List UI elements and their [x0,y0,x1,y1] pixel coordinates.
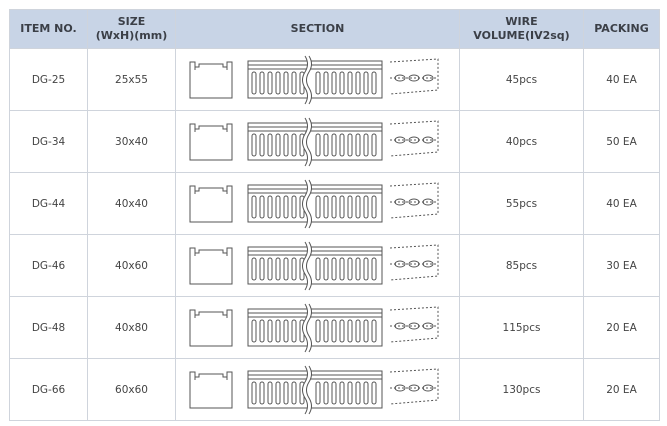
duct-cross-section-icon [189,61,233,98]
size-cell: 40x60 [87,234,176,297]
packing-cell: 30 EA [583,234,660,297]
duct-cross-section-icon [189,247,233,284]
header-item-label: ITEM NO. [20,22,77,35]
size-value: 60x60 [115,383,148,396]
item-no: DG-66 [31,383,66,396]
section-drawing [189,240,439,291]
table-row: DG-46 40x60 [9,234,660,297]
section-cell [175,234,460,297]
header-wire-line2: VOLUME(IV2sq) [473,29,570,42]
duct-top-view-icon [389,305,439,342]
duct-side-view-icon [247,116,383,167]
duct-side-view-icon [247,54,383,105]
packing-value: 40 EA [606,73,637,86]
size-value: 40x40 [115,197,148,210]
size-value: 25x55 [115,73,148,86]
header-item-no: ITEM NO. [9,9,88,49]
packing-cell: 50 EA [583,110,660,173]
header-size-line1: SIZE [117,15,146,28]
header-row: ITEM NO. SIZE (WxH)(mm) SECTION WIRE VOL… [9,9,660,49]
section-cell [175,358,460,421]
section-drawing [189,54,439,105]
wire-volume: 55pcs [505,197,538,210]
header-section-label: SECTION [290,22,345,35]
header-wire-volume: WIRE VOLUME(IV2sq) [459,9,584,49]
item-no-cell: DG-34 [9,110,88,173]
wire-volume: 40pcs [505,135,538,148]
section-drawing [189,302,439,353]
wire-volume: 130pcs [502,383,541,396]
section-cell [175,110,460,173]
packing-value: 30 EA [606,259,637,272]
section-drawing [189,178,439,229]
packing-value: 20 EA [606,383,637,396]
size-cell: 40x80 [87,296,176,359]
duct-cross-section-icon [189,309,233,346]
section-cell [175,296,460,359]
size-value: 40x60 [115,259,148,272]
section-drawing [189,116,439,167]
table-row: DG-48 40x80 [9,296,660,359]
wire-volume-cell: 45pcs [459,48,584,111]
size-cell: 60x60 [87,358,176,421]
packing-cell: 20 EA [583,296,660,359]
duct-top-view-icon [389,367,439,404]
duct-top-view-icon [389,243,439,280]
packing-cell: 40 EA [583,48,660,111]
duct-cross-section-icon [189,185,233,222]
size-value: 30x40 [115,135,148,148]
size-cell: 30x40 [87,110,176,173]
item-no: DG-48 [31,321,66,334]
wire-volume-cell: 115pcs [459,296,584,359]
table-row: DG-44 40x40 [9,172,660,235]
duct-top-view-icon [389,119,439,156]
item-no-cell: DG-46 [9,234,88,297]
section-drawing [189,364,439,415]
item-no-cell: DG-66 [9,358,88,421]
duct-cross-section-icon [189,371,233,408]
packing-cell: 40 EA [583,172,660,235]
item-no: DG-34 [31,135,66,148]
header-packing: PACKING [583,9,660,49]
duct-top-view-icon [389,181,439,218]
spec-table: ITEM NO. SIZE (WxH)(mm) SECTION WIRE VOL… [9,9,660,421]
packing-cell: 20 EA [583,358,660,421]
duct-side-view-icon [247,302,383,353]
header-wire-line1: WIRE [505,15,538,28]
item-no: DG-25 [31,73,66,86]
packing-value: 20 EA [606,321,637,334]
wire-volume: 115pcs [502,321,541,334]
header-size-line2: (WxH)(mm) [95,29,168,42]
wire-volume-cell: 40pcs [459,110,584,173]
table-row: DG-66 60x60 [9,358,660,421]
size-value: 40x80 [115,321,148,334]
item-no-cell: DG-48 [9,296,88,359]
section-cell [175,172,460,235]
header-packing-label: PACKING [594,22,649,35]
header-size: SIZE (WxH)(mm) [87,9,176,49]
item-no-cell: DG-44 [9,172,88,235]
wire-volume-cell: 55pcs [459,172,584,235]
table-row: DG-34 30x40 [9,110,660,173]
item-no: DG-46 [31,259,66,272]
wire-volume: 45pcs [505,73,538,86]
packing-value: 40 EA [606,197,637,210]
duct-side-view-icon [247,364,383,415]
wire-volume-cell: 130pcs [459,358,584,421]
section-cell [175,48,460,111]
header-section: SECTION [175,9,460,49]
duct-side-view-icon [247,240,383,291]
size-cell: 25x55 [87,48,176,111]
duct-side-view-icon [247,178,383,229]
item-no-cell: DG-25 [9,48,88,111]
duct-top-view-icon [389,57,439,94]
wire-volume: 85pcs [505,259,538,272]
size-cell: 40x40 [87,172,176,235]
packing-value: 50 EA [606,135,637,148]
table-row: DG-25 25x55 [9,48,660,111]
item-no: DG-44 [31,197,66,210]
wire-volume-cell: 85pcs [459,234,584,297]
duct-cross-section-icon [189,123,233,160]
